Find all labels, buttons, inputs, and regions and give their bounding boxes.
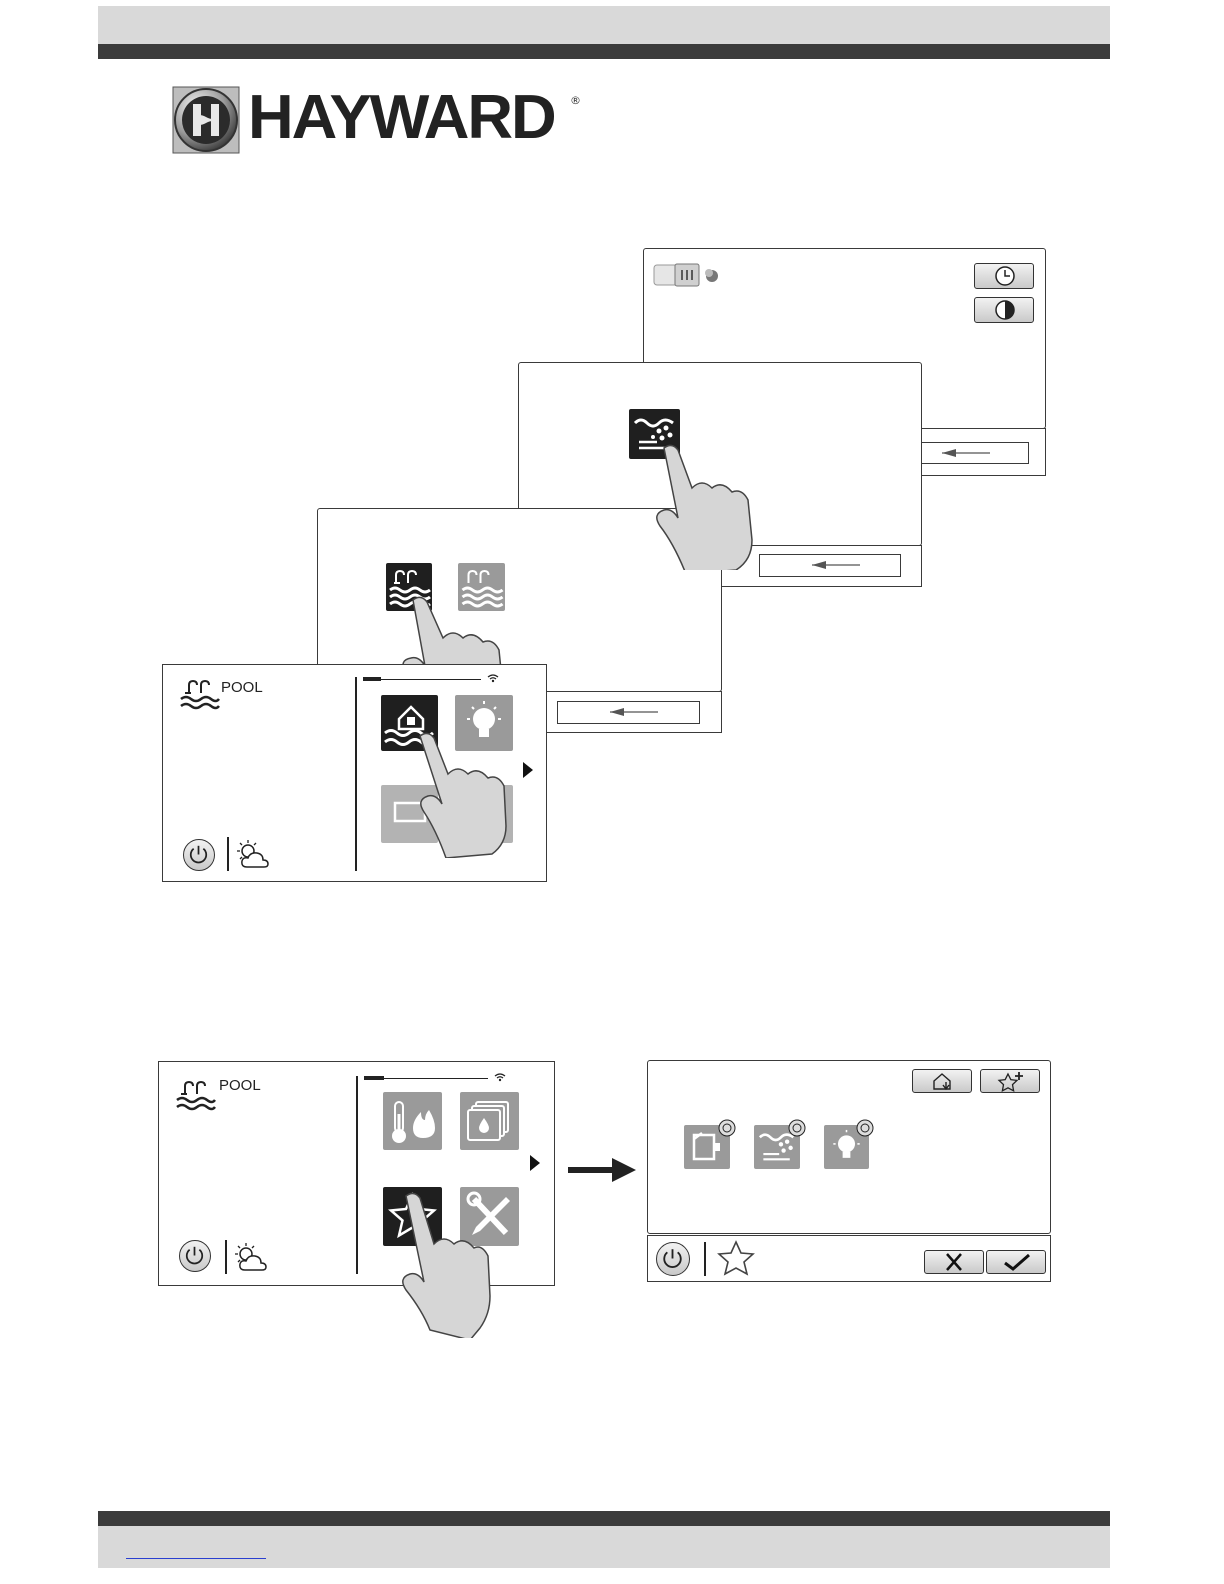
power-icon bbox=[180, 1241, 209, 1270]
timer-icon bbox=[975, 298, 1035, 322]
brand-name: HAYWARD bbox=[248, 82, 555, 153]
back-button[interactable] bbox=[921, 442, 1029, 464]
footer-bar-light bbox=[98, 1526, 1110, 1568]
power-button[interactable] bbox=[183, 839, 215, 871]
home-down-button[interactable] bbox=[912, 1069, 972, 1093]
clock-icon bbox=[975, 264, 1035, 288]
back-arrow-icon bbox=[760, 555, 900, 576]
light-tile[interactable] bbox=[455, 695, 513, 751]
check-icon bbox=[987, 1251, 1045, 1273]
back-arrow-icon bbox=[922, 443, 1028, 463]
filter-tile[interactable] bbox=[460, 1092, 519, 1150]
body-label: POOL bbox=[221, 679, 263, 696]
favorites-footer bbox=[647, 1235, 1051, 1282]
cancel-button[interactable] bbox=[924, 1250, 984, 1274]
pool-ladder-waves-icon bbox=[386, 563, 432, 611]
filter-layers-icon bbox=[460, 1092, 519, 1150]
back-button[interactable] bbox=[557, 701, 700, 724]
pump-screen-footer bbox=[920, 428, 1046, 476]
progress-bar-fill bbox=[364, 1076, 384, 1080]
favorites-tile[interactable] bbox=[383, 1187, 442, 1246]
chlorinator-screen-footer bbox=[720, 545, 922, 587]
hayward-logo: HAYWARD ® bbox=[172, 86, 592, 154]
power-button[interactable] bbox=[656, 1242, 690, 1276]
body-label: POOL bbox=[219, 1077, 261, 1094]
footer-bar-dark bbox=[98, 1511, 1110, 1526]
spa-tile[interactable] bbox=[458, 563, 505, 611]
sun-cloud-icon[interactable] bbox=[233, 1242, 269, 1274]
sun-cloud-icon[interactable] bbox=[235, 839, 271, 871]
power-icon bbox=[657, 1243, 688, 1274]
add-favorite-button[interactable] bbox=[980, 1069, 1040, 1093]
confirm-button[interactable] bbox=[986, 1250, 1046, 1274]
pool-ladder-waves-icon bbox=[179, 677, 221, 713]
home-screen-bottom: POOL bbox=[158, 1061, 555, 1286]
display-tile[interactable] bbox=[381, 785, 438, 843]
power-button[interactable] bbox=[179, 1240, 211, 1272]
remove-badge-icon[interactable] bbox=[788, 1119, 806, 1137]
pool-ladder-waves-icon bbox=[458, 563, 505, 611]
arrow-right-icon[interactable] bbox=[522, 761, 534, 779]
pool-tile[interactable] bbox=[386, 563, 432, 611]
home-pool-icon bbox=[381, 695, 438, 751]
chlorinator-icon bbox=[629, 409, 680, 459]
footer-link[interactable] bbox=[126, 1558, 266, 1559]
favorites-screen bbox=[647, 1060, 1051, 1234]
header-bar-light bbox=[98, 6, 1110, 44]
pump-toggle-icon[interactable] bbox=[653, 263, 723, 289]
wifi-icon bbox=[494, 1072, 506, 1082]
star-icon bbox=[383, 1187, 442, 1246]
back-arrow-icon bbox=[558, 702, 699, 723]
header-bar-dark bbox=[98, 44, 1110, 59]
home-screen-top: POOL bbox=[162, 664, 547, 882]
home-pool-tile[interactable] bbox=[381, 695, 438, 751]
timer-button[interactable] bbox=[974, 297, 1034, 323]
remove-badge-icon[interactable] bbox=[718, 1119, 736, 1137]
arrow-right-icon[interactable] bbox=[529, 1154, 541, 1172]
home-down-icon bbox=[913, 1070, 971, 1092]
arrow-right-icon bbox=[568, 1158, 638, 1182]
wifi-icon bbox=[487, 673, 499, 683]
progress-bar-fill bbox=[363, 677, 381, 681]
hayward-h-logo-icon bbox=[172, 86, 240, 154]
divider bbox=[227, 837, 229, 871]
light-bulb-icon bbox=[455, 695, 513, 751]
settings-tile[interactable] bbox=[460, 1187, 519, 1246]
thermometer-flame-icon bbox=[383, 1092, 442, 1150]
divider bbox=[704, 1242, 706, 1276]
feature-tile[interactable] bbox=[455, 785, 513, 843]
remove-badge-icon[interactable] bbox=[856, 1119, 874, 1137]
power-icon bbox=[184, 840, 213, 869]
display-icon bbox=[381, 785, 438, 843]
divider bbox=[225, 1240, 227, 1274]
registered-mark: ® bbox=[570, 94, 581, 107]
clock-button[interactable] bbox=[974, 263, 1034, 289]
star-icon bbox=[716, 1240, 756, 1278]
chlorinator-tile[interactable] bbox=[629, 409, 680, 459]
pool-ladder-waves-icon bbox=[175, 1078, 217, 1114]
x-icon bbox=[925, 1251, 983, 1273]
vertical-divider bbox=[356, 1076, 358, 1274]
back-button[interactable] bbox=[759, 554, 901, 577]
wrench-screwdriver-icon bbox=[460, 1187, 519, 1246]
star-plus-icon bbox=[981, 1070, 1039, 1092]
vertical-divider bbox=[355, 677, 357, 871]
body-select-footer bbox=[546, 691, 722, 733]
heater-tile[interactable] bbox=[383, 1092, 442, 1150]
